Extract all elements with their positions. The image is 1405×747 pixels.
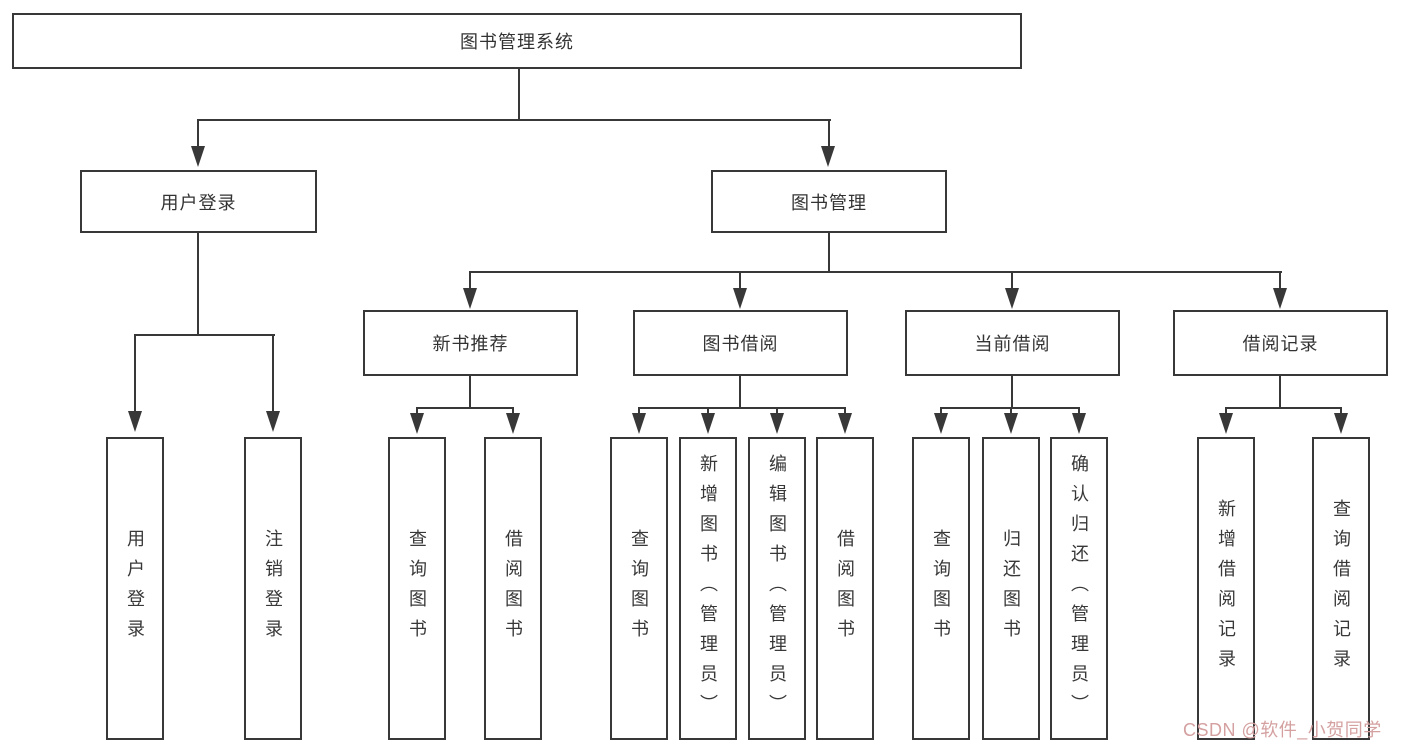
node-user-login-leaf: 用户登录 <box>106 437 164 740</box>
node-logout: 注销登录 <box>244 437 302 740</box>
arrow-down-icon <box>463 288 477 309</box>
node-new-book-recommendation: 新书推荐 <box>363 310 578 376</box>
arrow-down-icon <box>1219 413 1233 434</box>
node-query-borrow-record: 查询借阅记录 <box>1312 437 1370 740</box>
arrow-down-icon <box>934 413 948 434</box>
connector-line <box>940 407 942 415</box>
node-user-login: 用户登录 <box>80 170 317 233</box>
arrow-down-icon <box>770 413 784 434</box>
arrow-down-icon <box>632 413 646 434</box>
node-label: 编辑图书（管理员） <box>767 453 787 724</box>
node-label: 新增图书（管理员） <box>698 453 718 724</box>
node-label: 归还图书 <box>1001 528 1021 649</box>
arrow-down-icon <box>410 413 424 434</box>
connector-line <box>1010 407 1012 415</box>
connector-line <box>197 119 831 121</box>
connector-line <box>469 376 471 409</box>
connector-line <box>518 69 520 121</box>
node-label: 借阅图书 <box>503 528 523 649</box>
connector-line <box>638 407 846 409</box>
connector-line <box>828 119 830 147</box>
connector-line <box>776 407 778 415</box>
connector-line <box>1225 407 1227 415</box>
node-book-management: 图书管理 <box>711 170 947 233</box>
arrow-down-icon <box>838 413 852 434</box>
connector-line <box>134 334 136 412</box>
arrow-down-icon <box>1005 288 1019 309</box>
node-add-books-admin: 新增图书（管理员） <box>679 437 737 740</box>
node-current-borrowing: 当前借阅 <box>905 310 1120 376</box>
node-label: 用户登录 <box>125 528 145 649</box>
arrow-down-icon <box>733 288 747 309</box>
arrow-down-icon <box>506 413 520 434</box>
connector-line <box>134 334 275 336</box>
arrow-down-icon <box>1273 288 1287 309</box>
connector-line <box>197 119 199 147</box>
node-label: 新书推荐 <box>432 334 509 354</box>
connector-line <box>416 407 418 415</box>
node-label: 借阅记录 <box>1242 334 1319 354</box>
node-confirm-return-admin: 确认归还（管理员） <box>1050 437 1108 740</box>
connector-line <box>197 233 199 336</box>
connector-line <box>1011 271 1013 289</box>
connector-line <box>844 407 846 415</box>
node-label: 查询图书 <box>931 528 951 649</box>
node-library-management-system: 图书管理系统 <box>12 13 1022 69</box>
csdn-watermark: CSDN @软件_小贺同学 <box>1183 720 1382 740</box>
connector-line <box>512 407 514 415</box>
arrow-down-icon <box>1334 413 1348 434</box>
connector-line <box>272 334 274 412</box>
node-label: 图书借阅 <box>702 334 779 354</box>
node-label: 用户登录 <box>160 192 237 213</box>
node-label: 查询借阅记录 <box>1331 498 1351 679</box>
node-query-books-borrow: 查询图书 <box>610 437 668 740</box>
node-borrow-books-recommend: 借阅图书 <box>484 437 542 740</box>
node-label: 图书管理 <box>791 192 867 213</box>
connector-line <box>469 271 1282 273</box>
node-label: 借阅图书 <box>835 528 855 649</box>
connector-line <box>1340 407 1342 415</box>
connector-line <box>707 407 709 415</box>
connector-line <box>828 233 830 273</box>
node-label: 查询图书 <box>407 528 427 649</box>
arrow-down-icon <box>266 411 280 432</box>
connector-line <box>1011 376 1013 409</box>
arrow-down-icon <box>128 411 142 432</box>
arrow-down-icon <box>1004 413 1018 434</box>
connector-line <box>739 376 741 409</box>
node-query-books-recommend: 查询图书 <box>388 437 446 740</box>
node-label: 新增借阅记录 <box>1216 498 1236 679</box>
node-return-books: 归还图书 <box>982 437 1040 740</box>
node-book-borrowing: 图书借阅 <box>633 310 848 376</box>
connector-line <box>1279 376 1281 409</box>
node-label: 确认归还（管理员） <box>1069 453 1089 724</box>
connector-line <box>638 407 640 415</box>
arrow-down-icon <box>1072 413 1086 434</box>
arrow-down-icon <box>701 413 715 434</box>
connector-line <box>416 407 514 409</box>
node-label: 图书管理系统 <box>460 32 574 52</box>
connector-line <box>1225 407 1342 409</box>
node-query-books-current: 查询图书 <box>912 437 970 740</box>
node-add-borrow-record: 新增借阅记录 <box>1197 437 1255 740</box>
arrow-down-icon <box>191 146 205 167</box>
node-borrowing-records: 借阅记录 <box>1173 310 1388 376</box>
node-label: 注销登录 <box>263 528 283 649</box>
connector-line <box>1279 271 1281 289</box>
node-edit-books-admin: 编辑图书（管理员） <box>748 437 806 740</box>
connector-line <box>739 271 741 289</box>
node-label: 当前借阅 <box>974 334 1051 354</box>
node-label: 查询图书 <box>629 528 649 649</box>
connector-line <box>469 271 471 289</box>
connector-line <box>1078 407 1080 415</box>
arrow-down-icon <box>821 146 835 167</box>
node-borrow-books: 借阅图书 <box>816 437 874 740</box>
